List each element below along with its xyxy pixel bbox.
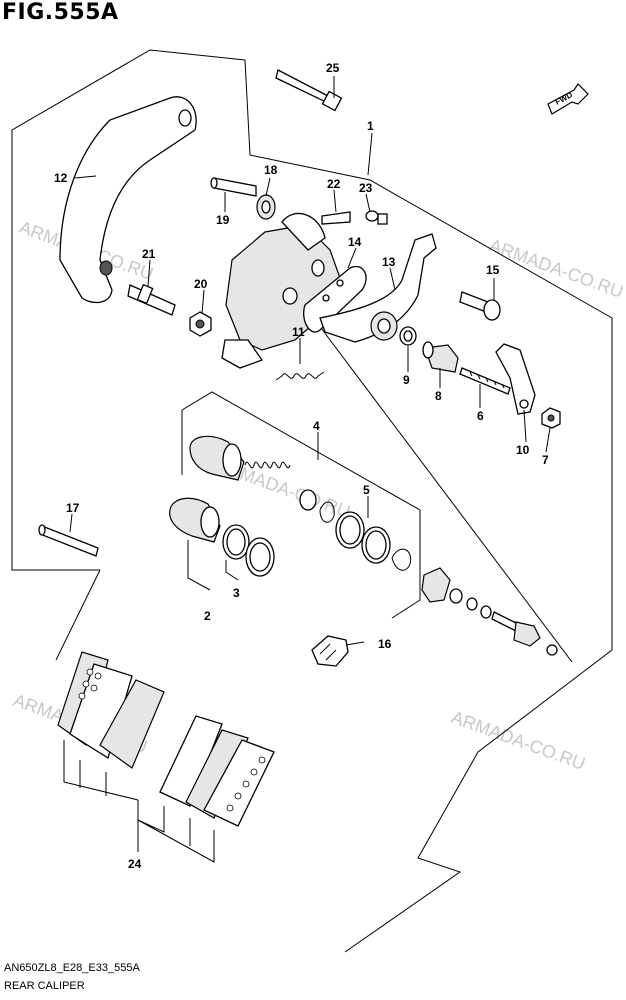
pin-21-icon xyxy=(127,283,176,316)
nut-20-icon xyxy=(189,311,212,337)
callout-16: 16 xyxy=(378,637,392,651)
callout-21: 21 xyxy=(142,247,156,261)
boot-18-icon xyxy=(256,194,276,220)
callout-bracket-2-3 xyxy=(187,540,239,591)
figure-title: FIG.555A xyxy=(2,0,119,25)
bolt-15-icon xyxy=(459,291,501,321)
diagram-code: AN650ZL8_E28_E33_555A xyxy=(4,962,140,974)
bolt-25-icon xyxy=(275,69,343,112)
callout-17: 17 xyxy=(66,501,80,515)
brake-pads-24-icon xyxy=(57,651,275,827)
assembly-frame xyxy=(11,49,613,953)
callout-12: 12 xyxy=(54,171,68,185)
callout-18: 18 xyxy=(264,163,278,177)
diagram-caption: REAR CALIPER xyxy=(4,980,85,992)
bracket-12-icon xyxy=(59,96,197,304)
watermark-5: ARMADA-CO.RU xyxy=(449,707,588,774)
callout-14: 14 xyxy=(348,235,362,249)
callout-22: 22 xyxy=(327,177,341,191)
screw-6-icon xyxy=(459,367,511,395)
seal-kit-box xyxy=(181,391,421,619)
callout-bracket-24 xyxy=(63,740,215,863)
piston-2-icon xyxy=(169,497,221,543)
fwd-arrow-icon: FWD xyxy=(547,83,589,115)
callout-10: 10 xyxy=(516,443,530,457)
pin-17-icon xyxy=(38,524,99,557)
spring-16-icon xyxy=(311,635,349,667)
nut-7-icon xyxy=(541,407,561,429)
callout-9: 9 xyxy=(403,373,410,387)
callout-25: 25 xyxy=(326,61,340,75)
callout-11: 11 xyxy=(292,325,305,339)
link-10-icon xyxy=(495,343,536,415)
plate-14-icon xyxy=(303,265,367,333)
spring-11-icon xyxy=(275,371,325,381)
callout-15: 15 xyxy=(486,263,500,277)
callout-23: 23 xyxy=(359,181,373,195)
cap-23-icon xyxy=(365,210,388,225)
callout-7: 7 xyxy=(542,453,549,467)
callout-13: 13 xyxy=(382,255,396,269)
callout-5: 5 xyxy=(363,483,370,497)
seal-3-icon xyxy=(222,524,275,577)
ring-9-icon xyxy=(399,326,417,346)
callout-6: 6 xyxy=(477,409,484,423)
watermark-2: ARMADA-CO.RU xyxy=(487,235,626,302)
leader-lines xyxy=(69,76,551,646)
callout-3: 3 xyxy=(233,586,240,600)
piston-4-icon xyxy=(189,435,245,481)
lever-13-icon xyxy=(319,233,437,343)
pin-19-icon xyxy=(210,177,257,197)
callout-1: 1 xyxy=(367,119,374,133)
callout-24: 24 xyxy=(128,857,142,871)
callout-4: 4 xyxy=(313,419,320,433)
callout-19: 19 xyxy=(216,213,230,227)
adjuster-8-icon xyxy=(422,341,459,373)
callout-20: 20 xyxy=(194,277,208,291)
seal-5-icon xyxy=(335,511,412,571)
callout-labels: 1 2 3 4 5 6 7 8 9 10 11 12 13 14 15 16 1… xyxy=(54,61,549,871)
callout-2: 2 xyxy=(204,609,211,623)
spring-kit-icon xyxy=(244,461,335,523)
bleeder-22-icon xyxy=(321,211,351,225)
callout-8: 8 xyxy=(435,389,442,403)
adjuster-assembly-icon xyxy=(421,567,558,656)
